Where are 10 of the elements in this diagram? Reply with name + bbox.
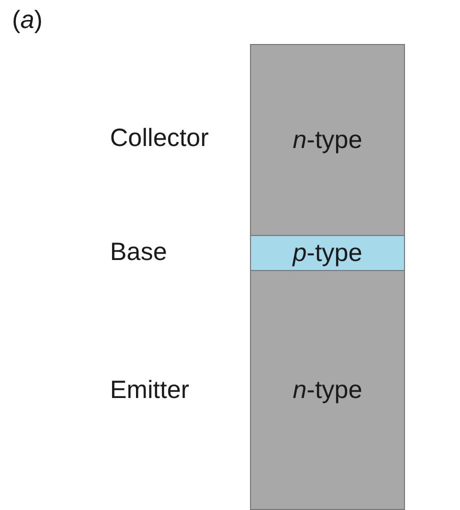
semiconductor-layer xyxy=(250,235,405,271)
layer-type-label: p-type xyxy=(292,238,362,268)
semiconductor-layer xyxy=(250,270,405,510)
layer-name-label: Collector xyxy=(110,124,209,153)
layer-type-label: n-type xyxy=(292,126,362,154)
panel-label: (a) xyxy=(12,6,43,35)
layer-name-label: Emitter xyxy=(110,376,190,405)
semiconductor-layer xyxy=(250,44,405,236)
layer-type-label: n-type xyxy=(292,376,362,404)
layer-name-label: Base xyxy=(110,238,167,267)
